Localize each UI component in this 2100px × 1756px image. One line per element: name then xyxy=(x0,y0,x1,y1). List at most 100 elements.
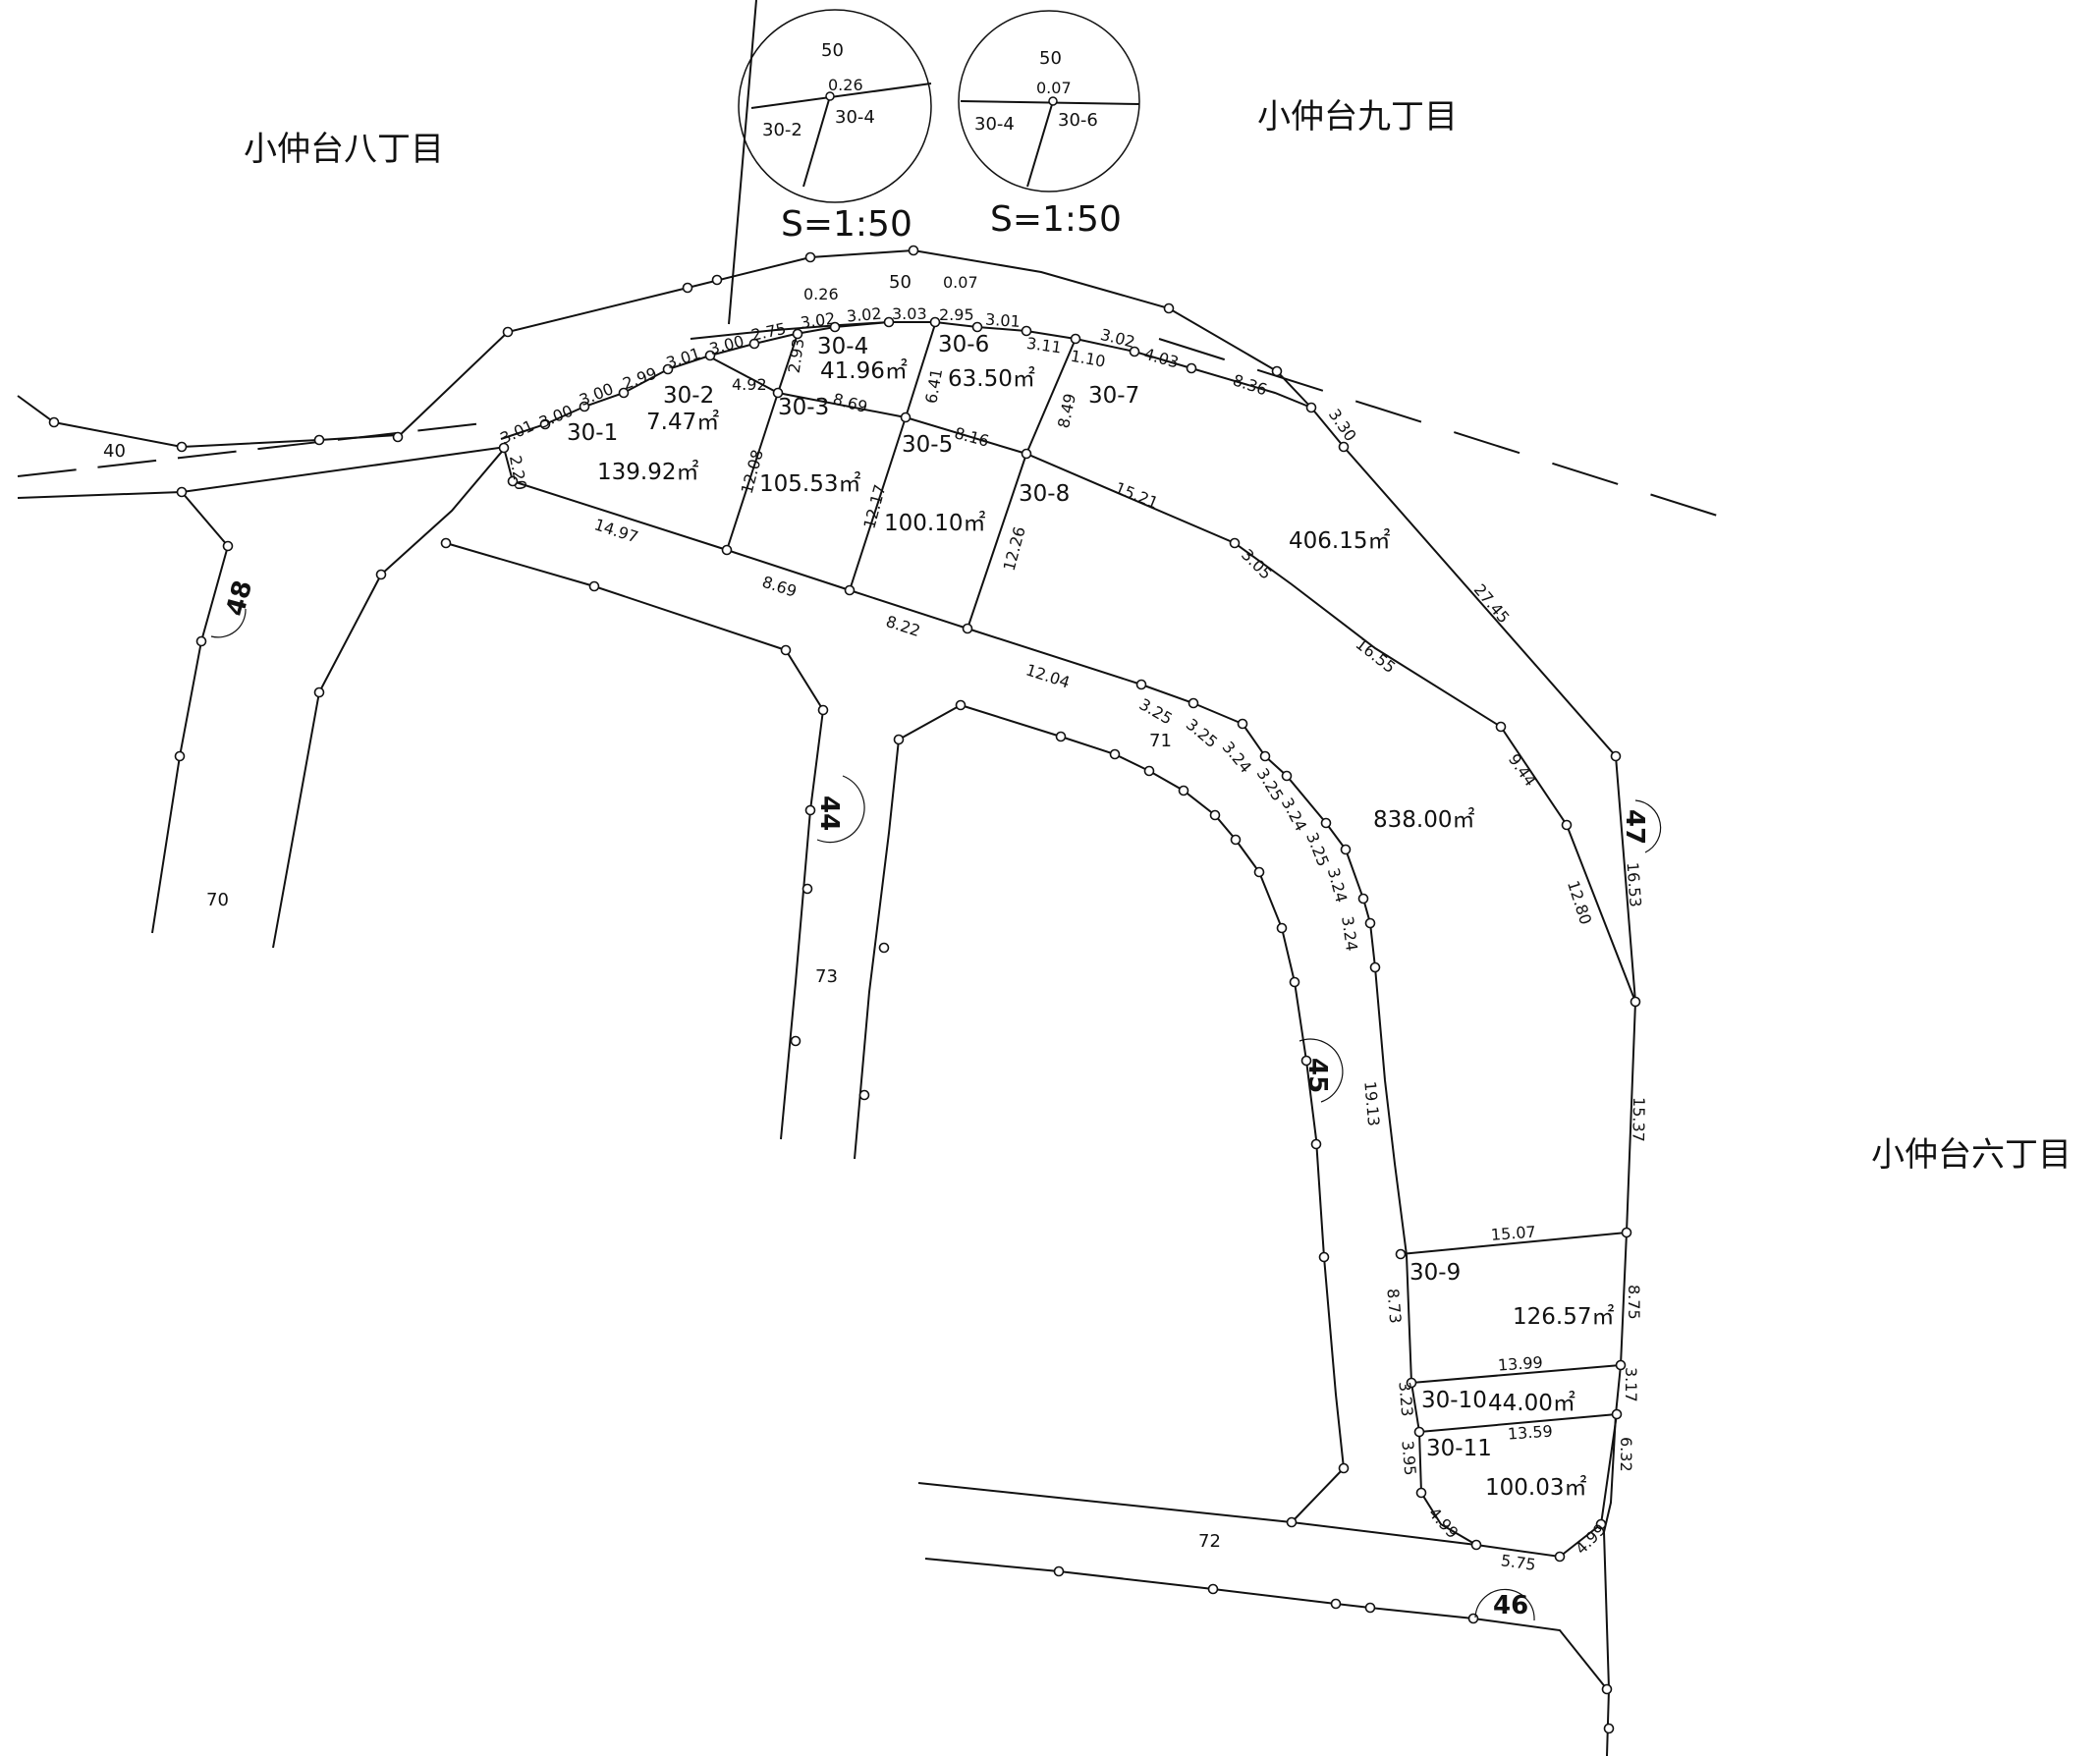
lot-30-11-north xyxy=(1418,1413,1618,1433)
lot-30-7-east xyxy=(1310,407,1636,1003)
lot-id-30-9: 30-9 xyxy=(1409,1260,1461,1286)
parcel-label-50: 50 xyxy=(889,272,912,293)
svg-text:15.37: 15.37 xyxy=(1629,1097,1648,1142)
svg-text:2.20: 2.20 xyxy=(506,454,530,491)
svg-text:3.02: 3.02 xyxy=(846,304,882,326)
svg-text:8.16: 8.16 xyxy=(953,423,991,451)
road-72-south xyxy=(924,1558,1608,1690)
svg-text:3.25: 3.25 xyxy=(1302,830,1333,869)
svg-text:12.04: 12.04 xyxy=(1023,660,1072,691)
svg-text:44: 44 xyxy=(814,796,844,831)
svg-text:3.02: 3.02 xyxy=(1098,325,1136,352)
svg-text:3.00: 3.00 xyxy=(577,379,616,410)
lot-divider-30-4 xyxy=(777,333,799,394)
svg-text:9.44: 9.44 xyxy=(1505,750,1540,790)
svg-text:4.92: 4.92 xyxy=(732,375,767,394)
lot-area-30-6: 63.50㎡ xyxy=(948,366,1035,392)
svg-text:3.30: 3.30 xyxy=(1325,406,1360,445)
road-badge-46: 46 xyxy=(1474,1588,1535,1621)
lot-id-30-8: 30-8 xyxy=(1019,481,1070,507)
lot-id-30-3: 30-3 xyxy=(778,395,829,420)
svg-text:8.69: 8.69 xyxy=(831,390,869,417)
svg-text:3.01: 3.01 xyxy=(497,416,536,448)
svg-text:2.95: 2.95 xyxy=(939,305,974,324)
road-badge-48: 48 xyxy=(210,577,258,638)
lot-area-30-3: 105.53㎡ xyxy=(759,471,860,497)
svg-text:3.24: 3.24 xyxy=(1338,915,1361,953)
lot-id-30-5: 30-5 xyxy=(902,432,953,458)
district-boundary-north xyxy=(728,0,757,325)
inset-1-right-lot: 30-4 xyxy=(835,107,875,128)
lot-area-30-11: 100.03㎡ xyxy=(1485,1475,1586,1501)
lot-id-30-11: 30-11 xyxy=(1426,1436,1492,1461)
lot-area-30-2: 7.47㎡ xyxy=(646,410,719,435)
inset-2-right-lot: 30-6 xyxy=(1058,110,1098,131)
svg-text:16.53: 16.53 xyxy=(1624,861,1645,907)
lot-divider-30-7 xyxy=(1025,338,1077,455)
svg-text:6.32: 6.32 xyxy=(1617,1437,1635,1472)
lot-area-30-5: 100.10㎡ xyxy=(884,511,985,536)
parcel-label-73: 73 xyxy=(815,966,838,987)
road-45-west xyxy=(960,704,1346,1523)
svg-text:2.93: 2.93 xyxy=(785,337,808,374)
svg-text:15.07: 15.07 xyxy=(1490,1223,1536,1244)
lot-30-10-north xyxy=(1410,1364,1622,1384)
svg-text:4.99: 4.99 xyxy=(1425,1504,1463,1542)
lot-id-30-2: 30-2 xyxy=(663,383,714,409)
lot-area-30-8: 838.00㎡ xyxy=(1373,807,1474,833)
subdivision-front-line xyxy=(690,321,890,340)
svg-text:8.22: 8.22 xyxy=(884,612,923,640)
lots-south-boundary xyxy=(512,480,1408,1256)
svg-text:2.75: 2.75 xyxy=(749,319,788,345)
lot-30-1-west xyxy=(503,447,514,482)
lot-divider-30-3-30-5 xyxy=(849,416,907,591)
svg-text:4.03: 4.03 xyxy=(1142,345,1181,372)
lot-area-30-1: 139.92㎡ xyxy=(597,460,698,485)
svg-text:45: 45 xyxy=(1302,1058,1332,1093)
inset-2-parcel: 50 xyxy=(1039,48,1062,69)
inset-1-parcel: 50 xyxy=(821,40,844,61)
inset-2-scale: S=1:50 xyxy=(990,199,1122,240)
survey-points xyxy=(48,245,1641,1734)
svg-text:12.26: 12.26 xyxy=(1000,524,1029,573)
lot-id-30-7: 30-7 xyxy=(1088,383,1139,409)
svg-text:8.75: 8.75 xyxy=(1625,1285,1643,1320)
svg-text:3.17: 3.17 xyxy=(1622,1367,1640,1402)
road-72-north xyxy=(917,1482,1477,1546)
svg-text:3.11: 3.11 xyxy=(1025,334,1063,357)
svg-text:3.24: 3.24 xyxy=(1278,795,1311,834)
lot-area-30-4: 41.96㎡ xyxy=(820,358,908,384)
lot-divider-30-2 xyxy=(706,355,1636,1003)
svg-text:46: 46 xyxy=(1493,1591,1528,1620)
inset-2-offset: 0.07 xyxy=(1036,79,1072,97)
svg-text:8.69: 8.69 xyxy=(760,573,800,601)
road-48-east xyxy=(272,446,507,949)
svg-text:13.99: 13.99 xyxy=(1497,1353,1543,1375)
svg-text:8.49: 8.49 xyxy=(1054,392,1079,430)
lot-area-30-7: 406.15㎡ xyxy=(1289,528,1390,554)
lot-30-east xyxy=(1602,1001,1636,1756)
svg-text:47: 47 xyxy=(1620,809,1649,845)
svg-text:8.36: 8.36 xyxy=(1231,370,1270,399)
road-48-line xyxy=(17,446,507,499)
lot-area-30-10: 44.00㎡ xyxy=(1488,1391,1575,1416)
svg-text:3.02: 3.02 xyxy=(800,309,837,333)
inset-1-left-lot: 30-2 xyxy=(762,120,802,140)
svg-text:3.01: 3.01 xyxy=(985,310,1022,331)
svg-text:3.95: 3.95 xyxy=(1398,1440,1419,1476)
lot-id-30-6: 30-6 xyxy=(938,332,989,357)
parcel-label-70: 70 xyxy=(206,890,229,910)
svg-text:16.55: 16.55 xyxy=(1353,634,1400,677)
lot-area-30-9: 126.57㎡ xyxy=(1513,1304,1614,1330)
inset-1: 50 0.26 30-2 30-4 S=1:50 xyxy=(738,9,932,245)
lot-id-30-1: 30-1 xyxy=(567,420,618,446)
inset-2-left-lot: 30-4 xyxy=(974,114,1015,135)
svg-text:15.21: 15.21 xyxy=(1112,478,1161,513)
inset-2: 50 0.07 30-4 30-6 S=1:50 xyxy=(958,10,1140,240)
road-badge-47: 47 xyxy=(1620,799,1662,853)
svg-text:3.03: 3.03 xyxy=(892,304,927,323)
parcel-label-72: 72 xyxy=(1198,1531,1221,1552)
svg-text:3.00: 3.00 xyxy=(707,331,746,358)
road-48-west xyxy=(151,491,230,934)
road-badge-45: 45 xyxy=(1299,1038,1344,1103)
